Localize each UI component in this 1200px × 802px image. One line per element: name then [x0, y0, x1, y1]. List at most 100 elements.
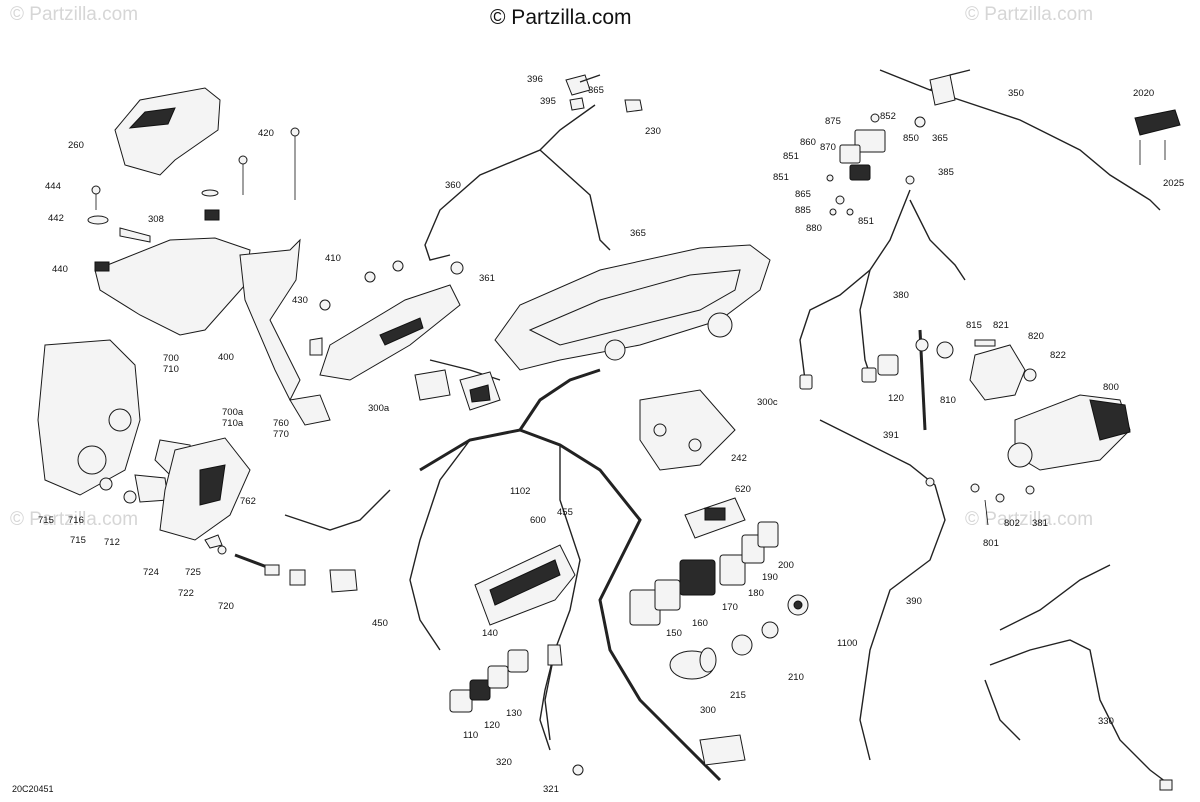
callout-321[interactable]: 321 [543, 784, 559, 795]
callout-391[interactable]: 391 [883, 430, 899, 441]
callout-724[interactable]: 724 [143, 567, 159, 578]
callout-875[interactable]: 875 [825, 116, 841, 127]
callout-715[interactable]: 715 [70, 535, 86, 546]
part-2020-key[interactable] [1134, 109, 1181, 165]
callout-450[interactable]: 450 [372, 618, 388, 629]
callout-300c[interactable]: 300c [757, 397, 778, 408]
callout-365[interactable]: 365 [932, 133, 948, 144]
part-720-bolt[interactable] [204, 534, 280, 576]
part-800-winch-motor[interactable] [1007, 394, 1131, 471]
callout-2025[interactable]: 2025 [1163, 178, 1184, 189]
callout-396[interactable]: 396 [527, 74, 543, 85]
callout-2020[interactable]: 2020 [1133, 88, 1154, 99]
callout-860[interactable]: 860 [800, 137, 816, 148]
callout-170[interactable]: 170 [722, 602, 738, 613]
callout-180[interactable]: 180 [748, 588, 764, 599]
callout-800[interactable]: 800 [1103, 382, 1119, 393]
callout-716[interactable]: 716 [68, 515, 84, 526]
callout-885[interactable]: 885 [795, 205, 811, 216]
part-360-cable[interactable] [424, 74, 643, 275]
callout-160[interactable]: 160 [692, 618, 708, 629]
callout-380[interactable]: 380 [893, 290, 909, 301]
callout-308[interactable]: 308 [148, 214, 164, 225]
callout-725[interactable]: 725 [185, 567, 201, 578]
callout-1102[interactable]: 1102 [510, 486, 530, 497]
callout-120[interactable]: 120 [888, 393, 904, 404]
callout-851[interactable]: 851 [773, 172, 789, 183]
part-dash-frame[interactable] [494, 244, 771, 371]
callout-260[interactable]: 260 [68, 140, 84, 151]
part-600-cluster[interactable] [474, 544, 576, 626]
callout-230[interactable]: 230 [645, 126, 661, 137]
callout-760[interactable]: 760 [273, 418, 289, 429]
callout-710a[interactable]: 710a [222, 418, 244, 429]
callout-712[interactable]: 712 [104, 537, 120, 548]
callout-150[interactable]: 150 [666, 628, 682, 639]
callout-700[interactable]: 700 [163, 353, 179, 364]
callout-361[interactable]: 361 [479, 273, 495, 284]
part-850-relay-group[interactable] [826, 113, 915, 216]
callout-822[interactable]: 822 [1050, 350, 1066, 361]
part-260-cover[interactable] [114, 87, 221, 176]
part-120-connector-right[interactable] [877, 354, 899, 376]
callout-722[interactable]: 722 [178, 588, 194, 599]
callout-120[interactable]: 120 [484, 720, 500, 731]
callout-851[interactable]: 851 [858, 216, 874, 227]
part-210-socket[interactable] [731, 621, 779, 656]
callout-381[interactable]: 381 [1032, 518, 1048, 529]
callout-385[interactable]: 385 [938, 167, 954, 178]
callout-365[interactable]: 365 [630, 228, 646, 239]
callout-350[interactable]: 350 [1008, 88, 1024, 99]
callout-210[interactable]: 210 [788, 672, 804, 683]
callout-700a[interactable]: 700a [222, 407, 244, 418]
callout-330[interactable]: 330 [1098, 716, 1114, 727]
part-300a-module[interactable] [309, 260, 461, 381]
callout-880[interactable]: 880 [806, 223, 822, 234]
callout-365[interactable]: 365 [588, 85, 604, 96]
callout-190[interactable]: 190 [762, 572, 778, 583]
callout-395[interactable]: 395 [540, 96, 556, 107]
part-820-winch-control[interactable] [915, 329, 1037, 431]
callout-820[interactable]: 820 [1028, 331, 1044, 342]
callout-851[interactable]: 851 [783, 151, 799, 162]
callout-140[interactable]: 140 [482, 628, 498, 639]
callout-801[interactable]: 801 [983, 538, 999, 549]
part-390-cable[interactable] [819, 419, 946, 761]
fastener-group-left[interactable] [87, 127, 300, 225]
part-300c-panel[interactable] [639, 389, 736, 471]
callout-410[interactable]: 410 [325, 253, 341, 264]
callout-200[interactable]: 200 [778, 560, 794, 571]
part-215-housing[interactable] [669, 647, 717, 680]
callout-810[interactable]: 810 [940, 395, 956, 406]
callout-215[interactable]: 215 [730, 690, 746, 701]
callout-455[interactable]: 455 [557, 507, 573, 518]
callout-130[interactable]: 130 [506, 708, 522, 719]
callout-320[interactable]: 320 [496, 757, 512, 768]
callout-600[interactable]: 600 [530, 515, 546, 526]
part-1100-outlet[interactable] [787, 594, 809, 616]
callout-715[interactable]: 715 [38, 515, 54, 526]
callout-620[interactable]: 620 [735, 484, 751, 495]
part-300-harness[interactable] [284, 359, 746, 782]
part-connectors-left[interactable] [449, 649, 529, 713]
callout-1100[interactable]: 1100 [837, 638, 857, 649]
part-320-harness[interactable] [539, 644, 584, 776]
callout-444[interactable]: 444 [45, 181, 61, 192]
callout-420[interactable]: 420 [258, 128, 274, 139]
part-switch-bank[interactable] [629, 521, 779, 626]
callout-300[interactable]: 300 [700, 705, 716, 716]
callout-710[interactable]: 710 [163, 364, 179, 375]
part-380-harness[interactable] [799, 189, 966, 390]
callout-815[interactable]: 815 [966, 320, 982, 331]
callout-762[interactable]: 762 [240, 496, 256, 507]
callout-300a[interactable]: 300a [368, 403, 390, 414]
callout-850[interactable]: 850 [903, 133, 919, 144]
callout-430[interactable]: 430 [292, 295, 308, 306]
callout-360[interactable]: 360 [445, 180, 461, 191]
callout-821[interactable]: 821 [993, 320, 1009, 331]
callout-400[interactable]: 400 [218, 352, 234, 363]
callout-242[interactable]: 242 [731, 453, 747, 464]
callout-852[interactable]: 852 [880, 111, 896, 122]
callout-770[interactable]: 770 [273, 429, 289, 440]
callout-110[interactable]: 110 [463, 730, 478, 741]
